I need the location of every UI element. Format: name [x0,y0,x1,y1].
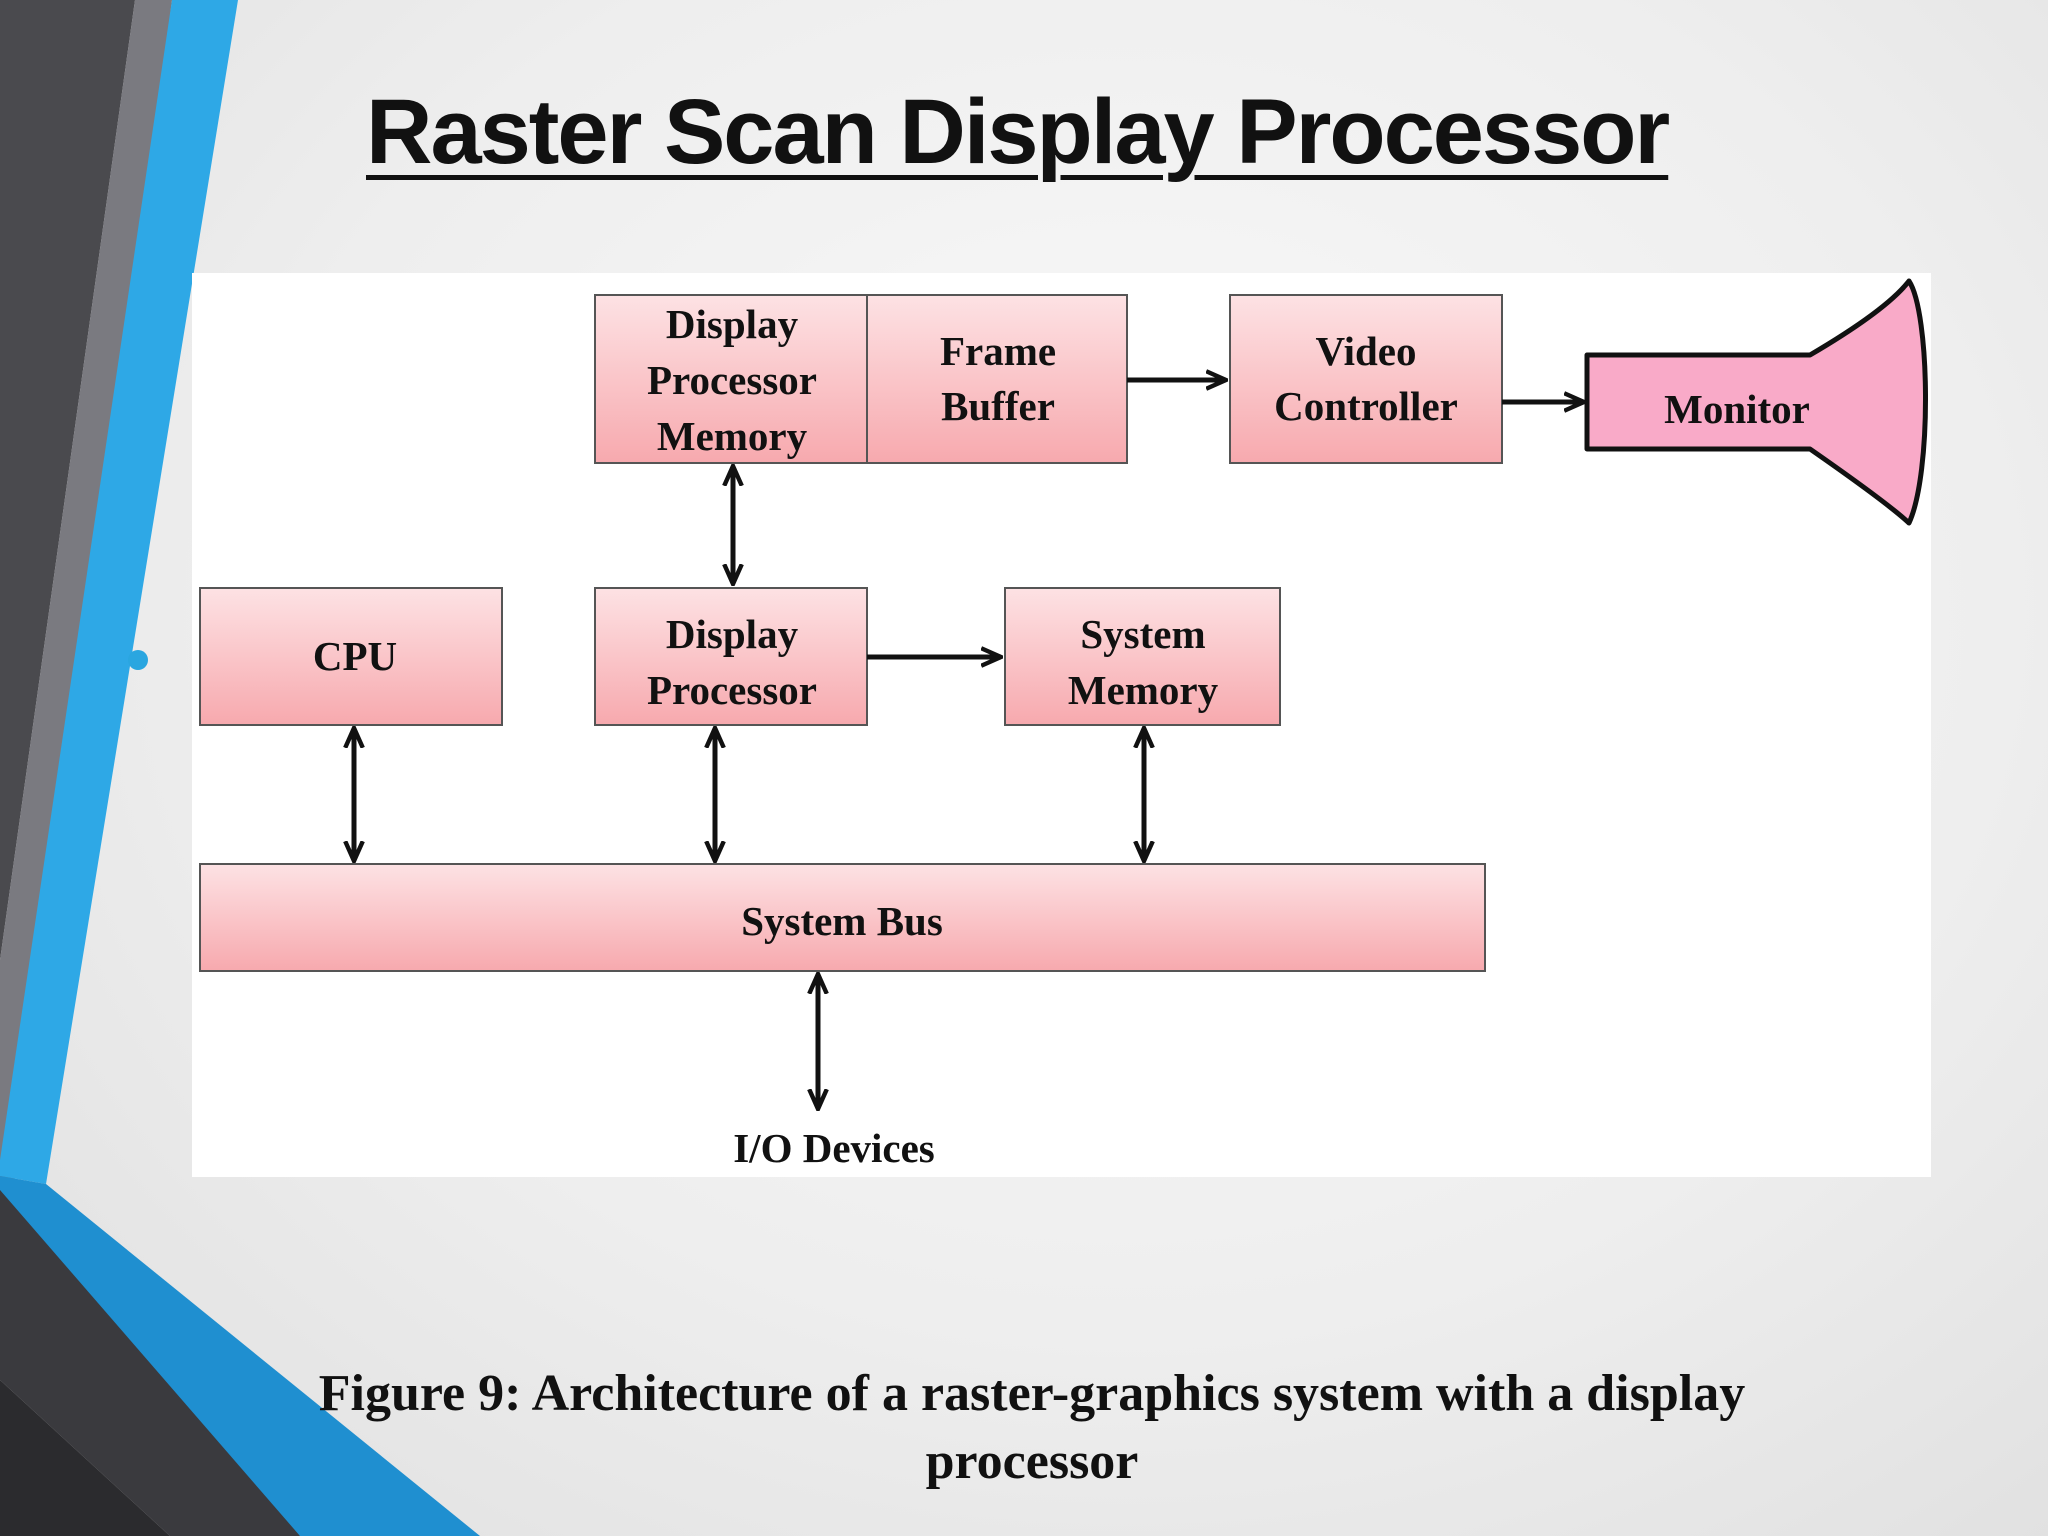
dark-corner-bottom [0,1380,170,1536]
node-label: System Bus [741,898,943,944]
node-label: Display [666,611,799,657]
monitor-shape [1584,278,1928,526]
architecture-diagram: Display Processor Memory Frame Buffer Vi… [199,278,1928,1171]
node-label: Buffer [941,383,1055,429]
node-label: CPU [313,633,397,679]
node-monitor: Monitor [1584,278,1928,526]
node-label: Processor [647,357,817,403]
node-label: Processor [647,667,817,713]
node-label: Memory [1068,667,1219,713]
node-label: Video [1316,328,1417,374]
dark-stripe-bottom [0,1190,300,1536]
slide-title: Raster Scan Display Processor [366,81,1670,183]
node-system-memory: System Memory [1004,587,1281,726]
diagram-panel: Display Processor Memory Frame Buffer Vi… [192,273,1931,1177]
node-label: Frame [940,328,1056,374]
node-label: System [1080,611,1205,657]
figure-caption: Figure 9: Architecture of a raster-graph… [318,1365,1746,1490]
node-display-processor: Display Processor [594,587,868,726]
bullet-point [128,650,148,670]
node-label: Controller [1274,383,1458,429]
arrows [354,380,1584,1109]
node-system-bus: System Bus [199,863,1486,972]
node-video-controller: Video Controller [1229,294,1503,464]
node-io-devices: I/O Devices [733,1125,935,1171]
blue-stripe-bottom [0,1176,480,1536]
node-label: Monitor [1664,386,1810,432]
node-frame-buffer: Frame Buffer [866,294,1128,464]
node-display-processor-memory: Display Processor Memory [594,294,868,464]
node-label: Display [666,301,799,347]
blue-stripe-left [0,0,238,1184]
node-label: Memory [657,413,808,459]
node-cpu: CPU [199,587,503,726]
